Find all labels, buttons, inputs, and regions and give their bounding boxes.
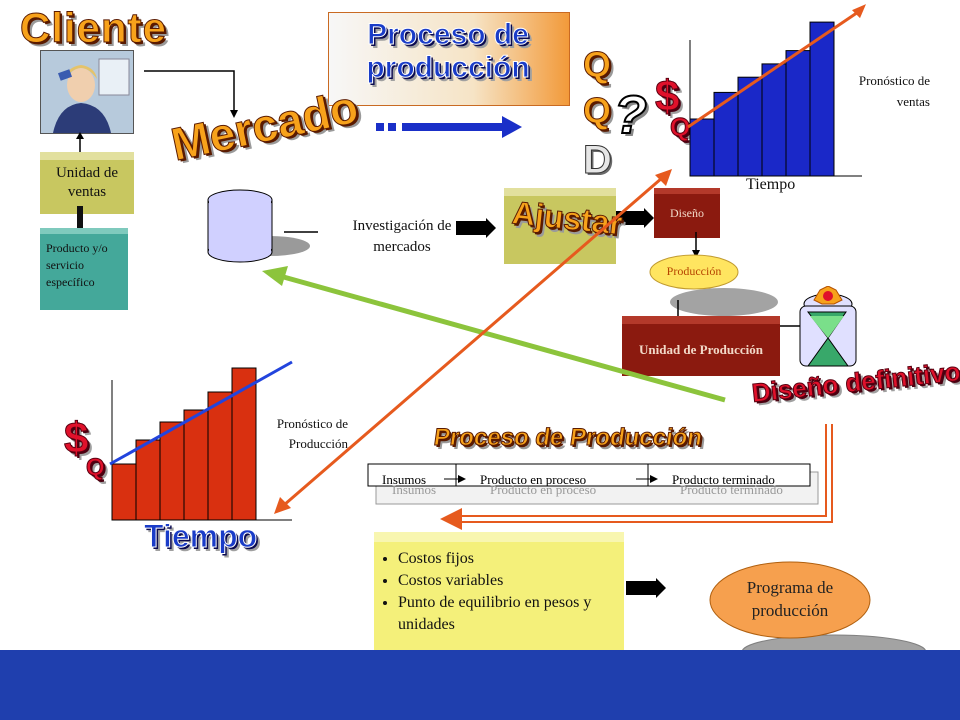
q-symbol-3: Q (86, 454, 106, 482)
bar-5 (207, 391, 233, 521)
arrow-up-to-client (76, 132, 84, 152)
diseno-label: Diseño (670, 206, 704, 220)
connector-bar (77, 206, 83, 228)
proceso-box (328, 12, 570, 106)
question-symbol: ? (613, 84, 648, 146)
black-arrow-3 (626, 578, 666, 598)
bar-1 (111, 463, 137, 521)
d-symbol: D (583, 138, 613, 183)
black-arrow-1 (456, 218, 496, 238)
tiempo-title: Tiempo (143, 518, 258, 555)
unidad-produccion-label: Unidad de Producción (638, 342, 763, 357)
bar-4 (183, 409, 209, 521)
diseno-box: Diseño (654, 188, 720, 238)
cliente-title: Cliente (19, 4, 168, 52)
costs-list: Costos fijos Costos variables Punto de e… (374, 548, 624, 636)
q-symbol-2: Q (582, 90, 612, 132)
trend-line (687, 10, 859, 129)
bar-5 (785, 50, 811, 177)
client-photo (40, 50, 134, 134)
q-small-symbol: Q (669, 112, 691, 143)
costs-box: Costos fijos Costos variables Punto de e… (374, 532, 624, 658)
bar-4 (761, 63, 787, 177)
trend-line (109, 360, 293, 466)
person-icon (41, 51, 133, 133)
sales-ylabel: Pronóstico de ventas (858, 73, 930, 109)
cost-item-variables: Costos variables (398, 570, 624, 592)
bar-3 (159, 421, 185, 521)
client-connector-arrow (144, 70, 238, 118)
bar-2 (135, 439, 161, 521)
hourglass-gear-icon (780, 286, 857, 367)
unidad-ventas-box: Unidad de ventas (40, 152, 134, 214)
flow-terminado-shadow: Producto terminado (680, 482, 783, 497)
q-symbol-1: Q (582, 44, 612, 86)
diseno-down-arrow (692, 232, 700, 258)
bar-6 (809, 21, 835, 177)
orange-return-arrow (440, 424, 833, 530)
trend-arrowhead (852, 4, 866, 19)
programa-label: Programa de producción (746, 578, 834, 620)
dollar-symbol: $ (654, 72, 680, 122)
bottom-band (0, 650, 960, 720)
bar-2 (713, 91, 739, 177)
proceso-title: Proceso de producción (366, 18, 530, 85)
investigacion-label: Investigación de mercados (352, 218, 452, 255)
database-icon (207, 189, 318, 263)
dollar-symbol-2: $ (63, 414, 89, 464)
producto-box: Producto y/o servicio específico (40, 228, 128, 310)
production-forecast-chart (109, 360, 293, 521)
bar-1 (689, 118, 715, 177)
prod-ylabel: Pronóstico de Producción (276, 416, 348, 451)
producto-label: Producto y/o servicio específico (46, 241, 108, 289)
unidad-produccion-box: Unidad de Producción (622, 316, 780, 376)
bar-3 (737, 76, 763, 177)
blue-dashed-arrow (376, 116, 522, 138)
unidad-ventas-label: Unidad de ventas (55, 165, 119, 200)
flow-terminado: Producto terminado (672, 472, 775, 487)
sales-xlabel: Tiempo (746, 176, 796, 193)
cost-item-fijos: Costos fijos (398, 548, 624, 570)
produccion-label: Producción (666, 264, 722, 278)
cost-item-equilibrio: Punto de equilibrio en pesos y unidades (398, 592, 624, 636)
sales-forecast-chart (687, 4, 866, 177)
